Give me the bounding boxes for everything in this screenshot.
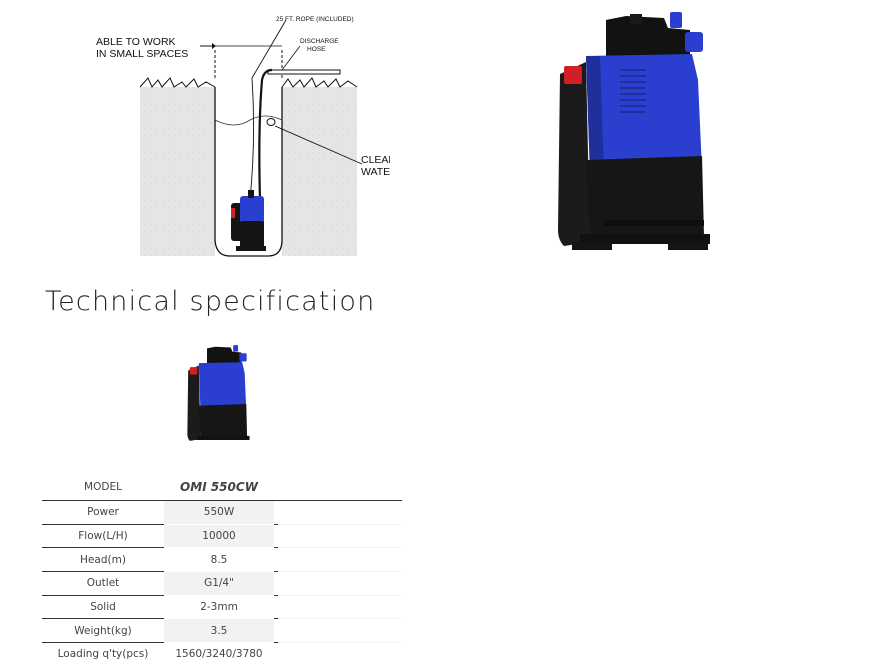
header-fill [278, 474, 402, 501]
installation-illustration: ABLE TO WORK IN SMALL SPACES 25 FT. ROPE… [96, 16, 390, 257]
pump-thumbnail-image [180, 340, 270, 450]
spec-value: 3.5 [164, 618, 274, 644]
row-spacer [274, 524, 278, 549]
row-fill [278, 524, 402, 549]
row-fill [278, 595, 402, 620]
spec-label: Flow(L/H) [42, 524, 164, 549]
spec-label: Head(m) [42, 547, 164, 573]
water-surface [214, 115, 283, 126]
pump-product-image [540, 10, 760, 258]
spec-label: Outlet [42, 571, 164, 596]
row-fill [278, 547, 402, 573]
label-small-spaces-line1: ABLE TO WORK [96, 36, 176, 48]
header-spacer [274, 474, 278, 501]
spec-label: Power [42, 500, 164, 525]
spec-label: Weight(kg) [42, 618, 164, 644]
ground-left [140, 87, 215, 256]
spec-value: G1/4" [164, 571, 274, 596]
table-row: Power 550W [42, 500, 402, 525]
label-water-line1: CLEAN [361, 154, 390, 166]
label-rope: 25 FT. ROPE (INCLUDED) [276, 16, 354, 23]
model-label: MODEL [42, 474, 164, 501]
row-spacer [274, 618, 278, 644]
table-row: Loading q'ty(pcs) 1560/3240/3780 [42, 642, 402, 666]
hose-line [258, 68, 273, 201]
row-spacer [274, 571, 278, 596]
spec-label: Loading q'ty(pcs) [57, 648, 149, 661]
label-water-line2: WATER [361, 166, 390, 178]
table-row: Head(m) 8.5 [42, 547, 402, 573]
row-spacer [274, 547, 278, 573]
label-small-spaces-line2: IN SMALL SPACES [96, 48, 188, 60]
table-row: Flow(L/H) 10000 [42, 524, 402, 549]
ground-right [282, 87, 357, 256]
row-spacer [274, 500, 278, 525]
table-row: Outlet G1/4" [42, 571, 402, 596]
spec-value: 10000 [164, 524, 274, 549]
section-title: Technical specification [45, 286, 376, 317]
label-hose-line2: HOSE [307, 46, 326, 53]
spec-value: 8.5 [164, 547, 274, 573]
table-row: Solid 2-3mm [42, 595, 402, 620]
row-fill [278, 643, 402, 666]
spec-value: 1560/3240/3780 [164, 642, 274, 666]
spec-table: MODEL OMI 550CW Power 550W Flow(L/H) 100… [42, 474, 402, 666]
spec-label: Solid [42, 595, 164, 620]
row-fill [278, 500, 402, 525]
pump-in-well [231, 190, 266, 251]
spec-value: 550W [164, 500, 274, 525]
spec-header-row: MODEL OMI 550CW [42, 474, 402, 501]
spec-value: 2-3mm [164, 595, 274, 620]
row-fill [278, 618, 402, 644]
table-row: Weight(kg) 3.5 [42, 618, 402, 644]
model-name: OMI 550CW [164, 474, 274, 501]
label-hose-line1: DISCHARGE [300, 38, 339, 45]
row-spacer [274, 595, 278, 620]
installation-diagram: ABLE TO WORK IN SMALL SPACES 25 FT. ROPE… [90, 8, 390, 260]
rope-line [249, 19, 287, 201]
row-fill [278, 571, 402, 596]
